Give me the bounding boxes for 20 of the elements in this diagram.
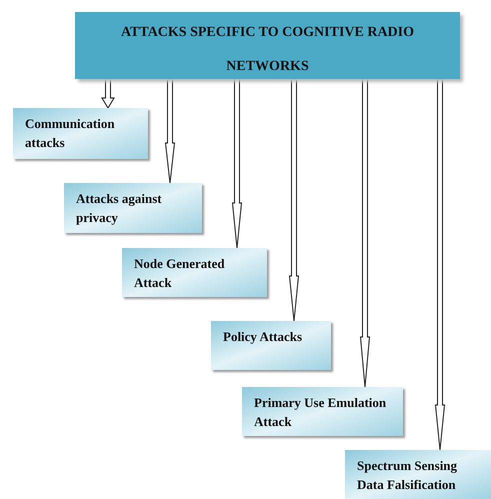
box-label: Primary Use Emulation Attack: [254, 395, 386, 429]
title-text: ATTACKS SPECIFIC TO COGNITIVE RADIO NETWORKS: [120, 25, 414, 74]
block-arrow: [164, 78, 176, 184]
category-box: [345, 450, 491, 499]
box-label: Node Generated Attack: [134, 256, 225, 290]
category-box: [64, 183, 202, 233]
category-box: [211, 321, 331, 370]
box-label: Policy Attacks: [223, 329, 302, 344]
category-box: [122, 248, 267, 297]
category-box: [13, 108, 148, 159]
title-box: [75, 12, 460, 79]
block-arrow: [434, 78, 446, 450]
block-arrow: [101, 78, 115, 109]
box-label: Attacks against privacy: [76, 191, 162, 225]
box-label: Spectrum Sensing Data Falsification: [357, 458, 458, 492]
box-label: Communication attacks: [25, 116, 115, 150]
block-arrow: [232, 78, 242, 248]
category-box: [242, 387, 403, 436]
block-arrow: [288, 78, 300, 322]
block-arrow: [360, 78, 370, 388]
